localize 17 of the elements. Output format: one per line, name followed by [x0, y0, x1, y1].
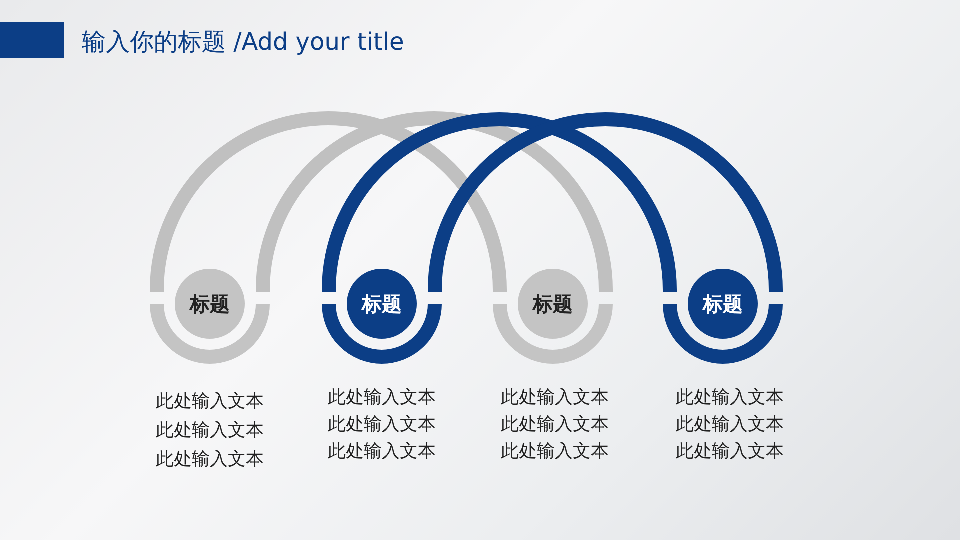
- body-text: 此处输入文本: [327, 386, 437, 410]
- body-text: 此处输入文本: [155, 448, 265, 472]
- body-text: 此处输入文本: [327, 413, 437, 437]
- node-title: 标题: [702, 291, 744, 318]
- body-text: 此处输入文本: [500, 386, 610, 410]
- node-title: 标题: [532, 291, 574, 318]
- node-title: 标题: [360, 291, 403, 318]
- node-title: 标题: [188, 291, 231, 318]
- body-text: 此处输入文本: [500, 413, 610, 437]
- body-text: 此处输入文本: [675, 440, 785, 464]
- body-text: 此处输入文本: [675, 413, 785, 437]
- body-text: 此处输入文本: [500, 440, 610, 464]
- body-text: 此处输入文本: [675, 386, 785, 410]
- body-text: 此处输入文本: [155, 390, 265, 414]
- body-text: 此处输入文本: [327, 440, 437, 464]
- slide-title: 输入你的标题 /Add your title: [82, 27, 404, 58]
- body-text: 此处输入文本: [155, 419, 265, 443]
